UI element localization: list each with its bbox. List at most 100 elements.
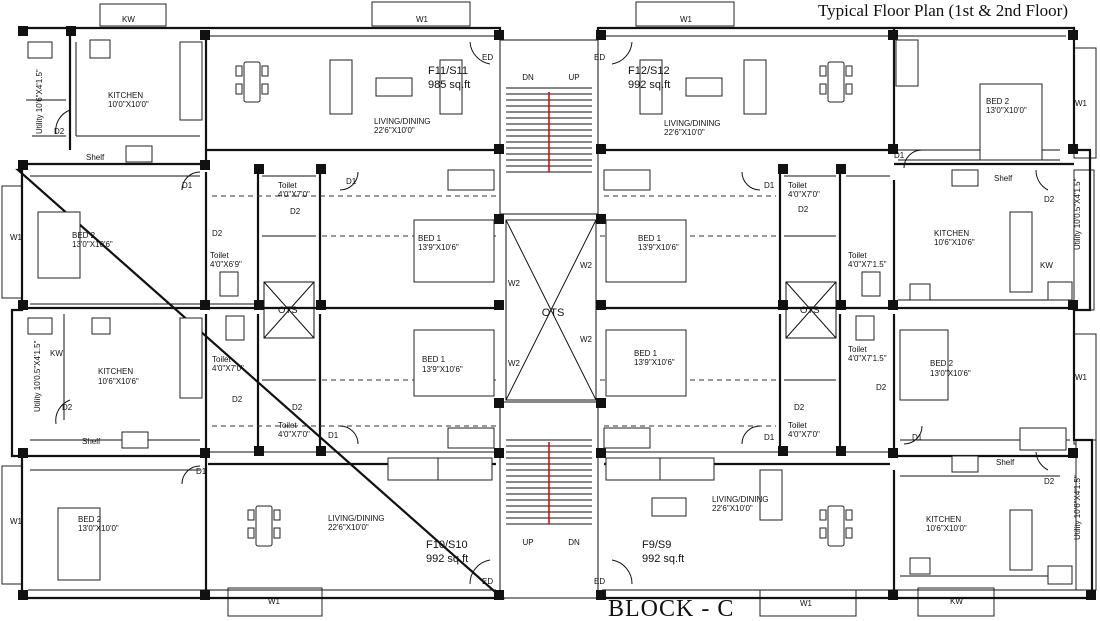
toilet-e-size: 4'0"X7'0" xyxy=(212,364,244,373)
column xyxy=(494,30,504,40)
living-tl-name: LIVING/DINING xyxy=(374,117,430,126)
column xyxy=(836,164,846,174)
column xyxy=(596,214,606,224)
w1-left-top: W1 xyxy=(10,233,23,242)
column xyxy=(836,300,846,310)
column xyxy=(18,160,28,170)
toilet-h-size: 4'0"X7'0" xyxy=(788,430,820,439)
column xyxy=(888,300,898,310)
d2-g: D2 xyxy=(292,403,303,412)
d2-e: D2 xyxy=(1044,195,1055,204)
bed1-tl-size: 13'9"X10'6" xyxy=(418,243,459,252)
d2-i: D2 xyxy=(876,383,887,392)
d2-a: D2 xyxy=(54,127,65,136)
utility-tr: Utility 10'0.5"X4'1.5" xyxy=(1073,178,1082,250)
toilet-d-size: 4'0"X7'1.5" xyxy=(848,260,887,269)
stair-dn-tl: DN xyxy=(522,73,534,82)
toilet-c-name: Toilet xyxy=(788,181,807,190)
w2-d: W2 xyxy=(580,335,593,344)
unit-f11-name: F11/S11 xyxy=(428,65,468,77)
column xyxy=(494,144,504,154)
ed-br: ED xyxy=(594,577,605,586)
structural-columns xyxy=(18,26,1096,600)
bed2-mr-name: BED 2 xyxy=(930,359,954,368)
toilet-a-size: 4'0"X7'0" xyxy=(278,190,310,199)
column xyxy=(836,446,846,456)
shelf-br: Shelf xyxy=(996,458,1015,467)
w1-bottom-left: W1 xyxy=(268,597,281,606)
column xyxy=(494,448,504,458)
column xyxy=(1068,144,1078,154)
w1-top-right: W1 xyxy=(680,15,693,24)
stair-up-bl: UP xyxy=(522,538,533,547)
column xyxy=(18,590,28,600)
bed1-br-name: BED 1 xyxy=(634,349,658,358)
living-br-size: 22'6"X10'0" xyxy=(712,504,753,513)
unit-f10-area: 992 sq.ft xyxy=(426,553,468,565)
column xyxy=(254,446,264,456)
d2-j: D2 xyxy=(1044,477,1055,486)
column xyxy=(494,398,504,408)
column xyxy=(18,26,28,36)
column xyxy=(888,30,898,40)
living-br-name: LIVING/DINING xyxy=(712,495,768,504)
utility-br: Utility 10'6"X4'1.5" xyxy=(1073,475,1082,540)
column xyxy=(18,448,28,458)
w1-bottom-right: W1 xyxy=(800,599,813,608)
kw-top: KW xyxy=(122,15,135,24)
column xyxy=(778,446,788,456)
kitchen-ml-name: KITCHEN xyxy=(98,367,133,376)
block-label: BLOCK - C xyxy=(608,596,734,621)
column xyxy=(596,448,606,458)
bed2-tl-name: BED 2 xyxy=(72,231,96,240)
bed1-tr-size: 13'9"X10'6" xyxy=(638,243,679,252)
column xyxy=(596,300,606,310)
bed2-bl-size: 13'0"X10'0" xyxy=(78,524,119,533)
column xyxy=(888,144,898,154)
column xyxy=(494,214,504,224)
column xyxy=(1068,30,1078,40)
w1-right-top: W1 xyxy=(1075,99,1088,108)
bed2-bl-name: BED 2 xyxy=(78,515,102,524)
unit-f12-name: F12/S12 xyxy=(628,65,670,77)
d1-g: D1 xyxy=(764,433,775,442)
w2-c: W2 xyxy=(508,359,521,368)
d1-c: D1 xyxy=(894,151,905,160)
core xyxy=(499,39,599,599)
column xyxy=(316,164,326,174)
kitchen-tr-name: KITCHEN xyxy=(934,229,969,238)
ots-right-label: OTS xyxy=(800,305,820,316)
kitchen-tl-name: KITCHEN xyxy=(108,91,143,100)
unit-f9-name: F9/S9 xyxy=(642,539,671,551)
column xyxy=(596,398,606,408)
column xyxy=(1068,300,1078,310)
unit-f9-area: 992 sq.ft xyxy=(642,553,684,565)
column xyxy=(254,300,264,310)
living-bl-name: LIVING/DINING xyxy=(328,514,384,523)
column xyxy=(200,300,210,310)
w2-a: W2 xyxy=(508,279,521,288)
column xyxy=(316,300,326,310)
plan-title: Typical Floor Plan (1st & 2nd Floor) xyxy=(818,1,1068,20)
column xyxy=(200,590,210,600)
ed-tr: ED xyxy=(594,53,605,62)
column xyxy=(200,160,210,170)
w1-top-left: W1 xyxy=(416,15,429,24)
living-tr-size: 22'6"X10'0" xyxy=(664,128,705,137)
bed1-bl-name: BED 1 xyxy=(422,355,446,364)
toilet-d-name: Toilet xyxy=(848,251,867,260)
kitchen-tl-size: 10'0"X10'0" xyxy=(108,100,149,109)
central-ots-label: OTS xyxy=(542,307,565,319)
column xyxy=(888,590,898,600)
d2-f: D2 xyxy=(232,395,243,404)
column xyxy=(1086,590,1096,600)
d1-f: D1 xyxy=(328,431,339,440)
column xyxy=(778,300,788,310)
bed2-mr-size: 13'0"X10'6" xyxy=(930,369,971,378)
utility-ml: Utility 10'0.5"X4'1.5" xyxy=(33,340,42,412)
kitchen-br-size: 10'6"X10'0" xyxy=(926,524,967,533)
ed-bl: ED xyxy=(482,577,493,586)
kw-left: KW xyxy=(50,349,63,358)
